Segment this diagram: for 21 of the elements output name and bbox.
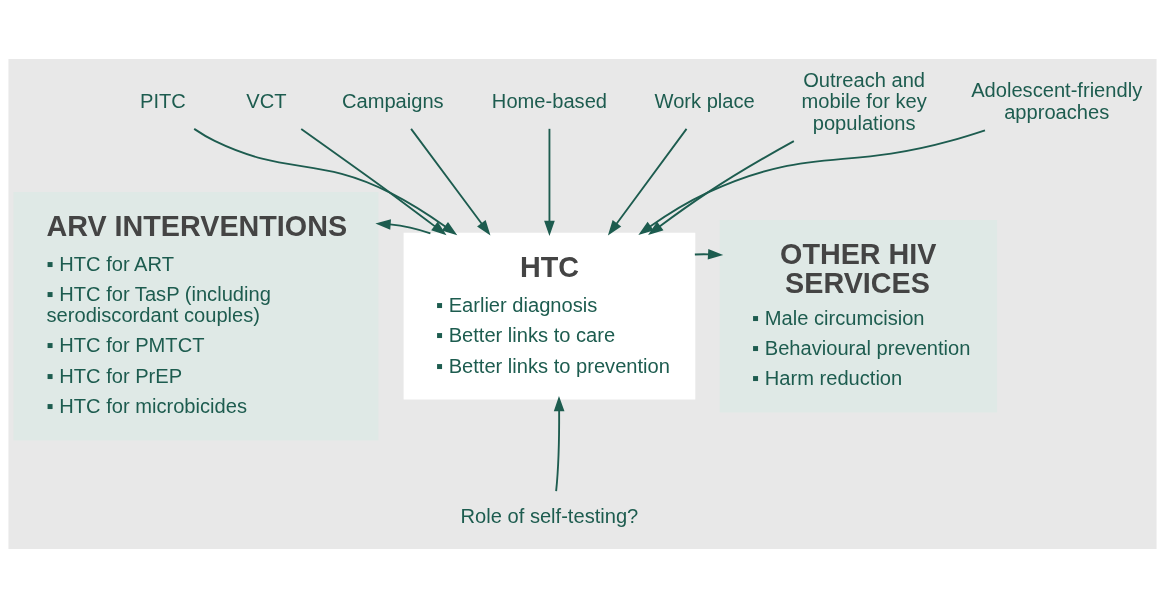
node-text: Role of self-testing? [460, 504, 639, 527]
node-text: VCT [246, 90, 287, 113]
arrow [193, 127, 458, 236]
node-text: PITC [140, 90, 186, 113]
arrow [375, 219, 432, 235]
node-box: ARV INTERVENTIONS ▪ HTC for ART ▪ HTC for TasP (including serodiscordant couples) ▪ HTC for PMTCT ▪ HTC for PrEP ▪ HTC for microbicides [13, 191, 379, 441]
arrow [544, 127, 555, 237]
node-text: Work place [654, 90, 755, 113]
arrow [553, 396, 565, 493]
node-box: HTC ▪ Earlier diagnosis ▪ Better links to care ▪ Better links to prevention [403, 232, 696, 400]
arrow [300, 128, 447, 236]
arrow [607, 127, 688, 236]
arrow [648, 140, 795, 236]
node-text: Campaigns [341, 90, 444, 113]
node-text: Home-based [491, 90, 608, 113]
node-text: Adolescent-friendly approaches [971, 79, 1143, 123]
node-text: Outreach and mobile for key populations [801, 68, 927, 134]
arrow [693, 248, 724, 260]
arrow [638, 129, 986, 236]
arrow [410, 127, 491, 236]
node-box: OTHER HIV SERVICES ▪ Male circumcision ▪ Behavioural prevention ▪ Harm reduction [719, 219, 998, 413]
